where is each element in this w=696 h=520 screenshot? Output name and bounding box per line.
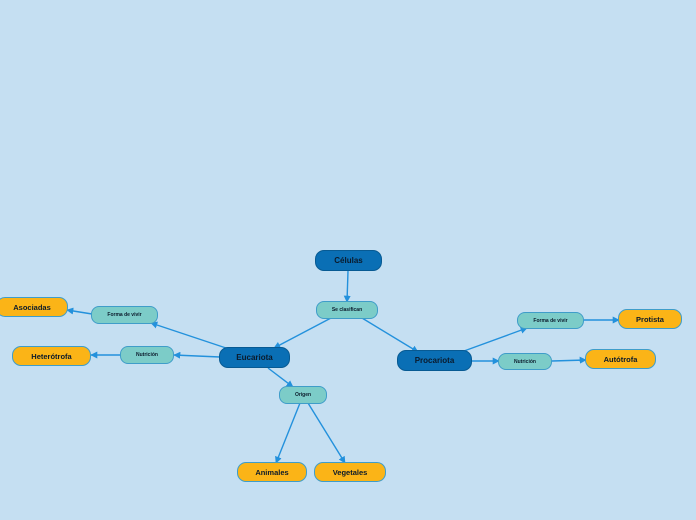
node-eucariota[interactable]: Eucariota [219,347,290,368]
connector-origen-animales [275,402,301,464]
node-eucariota-nutricion[interactable]: Nutrición [120,346,174,364]
connector-origen-vegetales [307,402,346,464]
node-heterotrofa[interactable]: Heterótrofa [12,346,91,366]
connector-se-clasifican-eucariota [273,317,332,349]
connector-nutricion-autotrofa [551,356,587,364]
node-animales[interactable]: Animales [237,462,307,482]
connector-eucariota-origen [267,367,294,388]
node-autotrofa[interactable]: Autótrofa [585,349,656,369]
node-asociadas[interactable]: Asociadas [0,297,68,317]
node-protista[interactable]: Protista [618,309,682,329]
connector-forma-de-vivir-asociadas [66,307,93,315]
connector-celulas-se-clasifican [343,270,351,303]
node-eucariota-forma-de-vivir[interactable]: Forma de vivir [91,306,158,324]
connector-se-clasifican-procariota [361,317,419,353]
node-se-clasifican[interactable]: Se clasifican [316,301,378,319]
node-procariota[interactable]: Procariota [397,350,472,371]
connector-eucariota-forma-de-vivir [150,321,227,349]
node-procariota-forma-de-vivir[interactable]: Forma de vivir [517,312,584,329]
connector-procariota-forma-de-vivir [463,326,528,352]
node-celulas[interactable]: Células [315,250,382,271]
node-vegetales[interactable]: Vegetales [314,462,386,482]
connector-eucariota-nutricion [173,351,221,359]
node-origen[interactable]: Origen [279,386,327,404]
node-procariota-nutricion[interactable]: Nutrición [498,353,552,370]
